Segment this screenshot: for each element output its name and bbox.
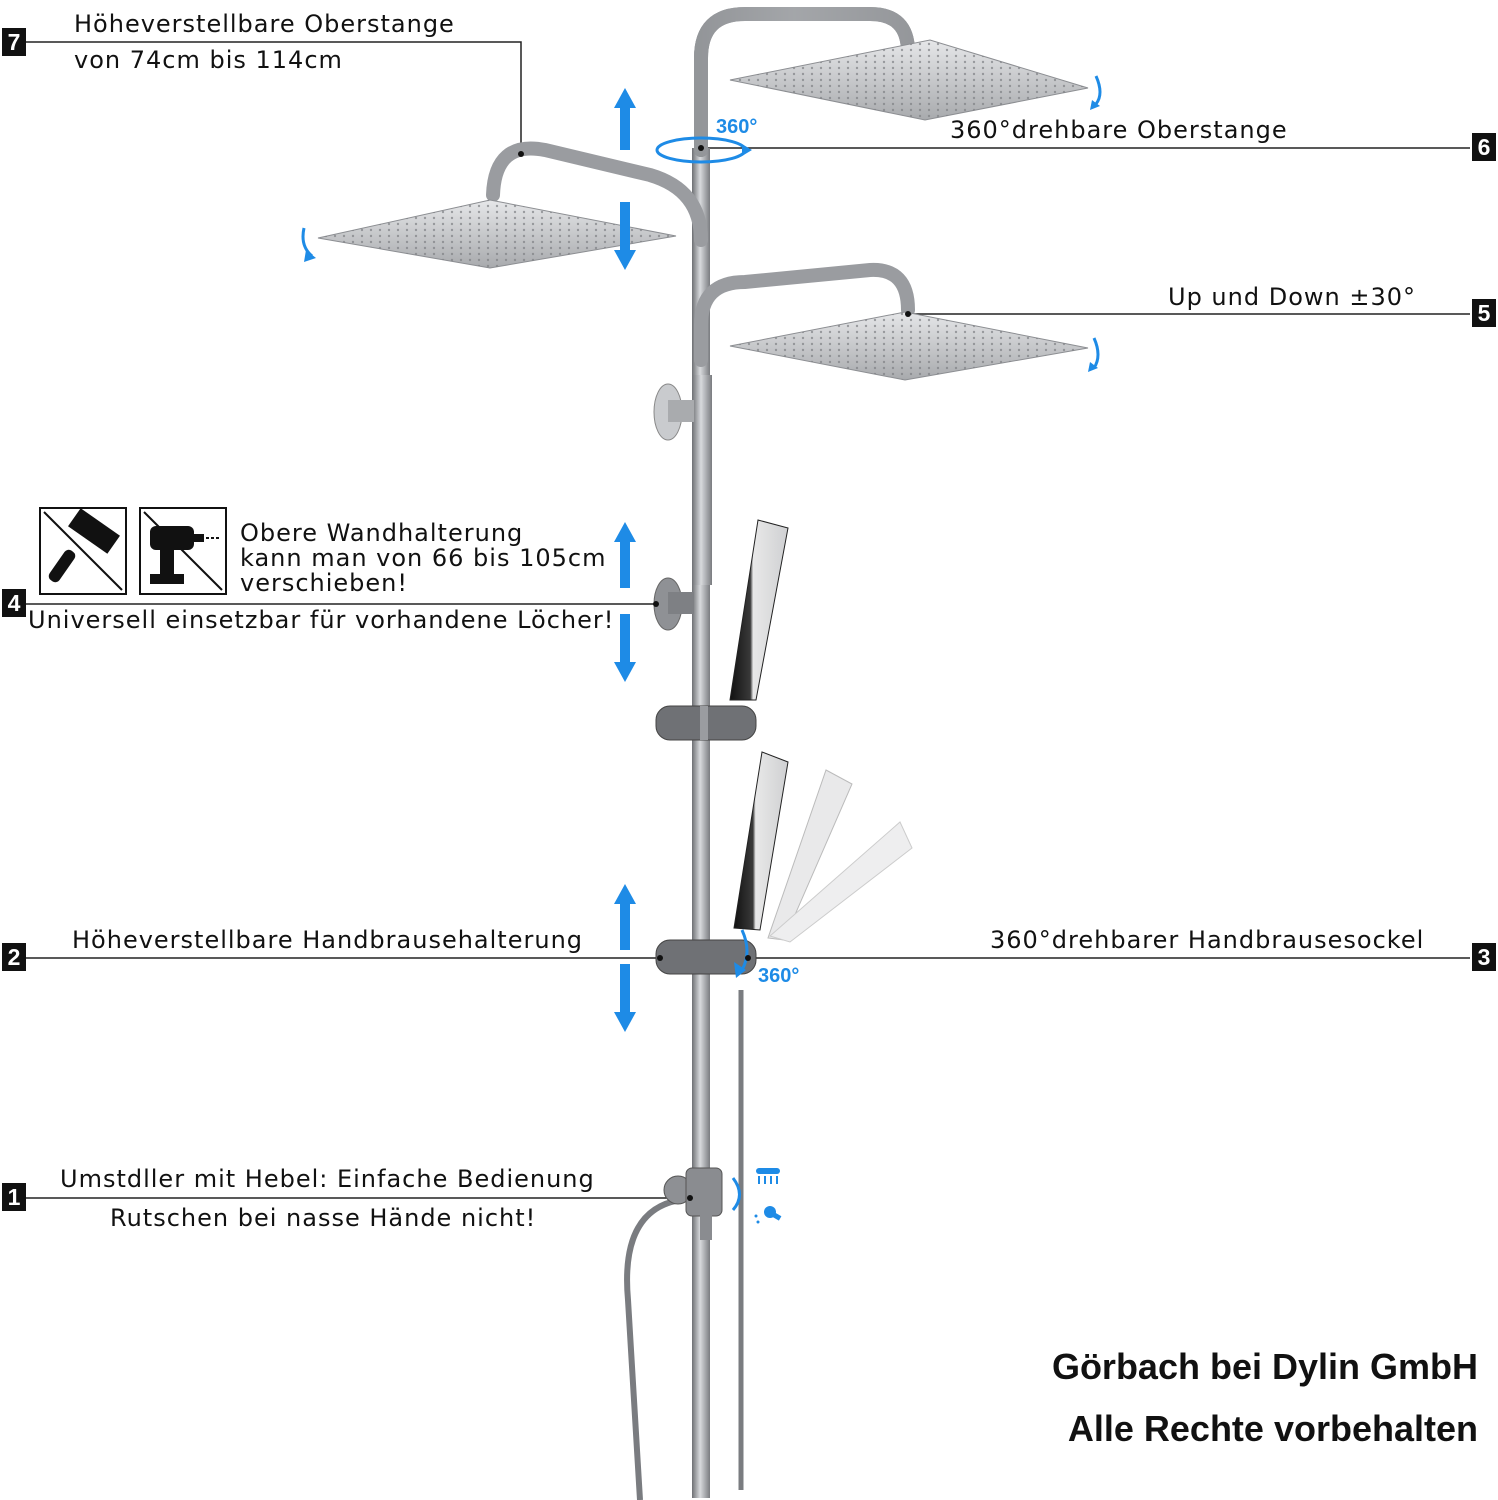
callout-number-5: 5 — [1472, 299, 1496, 327]
callout-4-line-3: verschieben! — [240, 569, 409, 597]
callout-number-3: 3 — [1472, 943, 1496, 971]
no-hammer-icon — [39, 507, 127, 595]
callout-5-text: Up und Down ±30° — [1168, 283, 1416, 311]
callout-number-1: 1 — [2, 1183, 26, 1211]
callout-1-line-2: Rutschen bei nasse Hände nicht! — [110, 1204, 537, 1232]
wall-bracket-upper — [653, 383, 694, 441]
brand-line-1: Görbach bei Dylin GmbH — [1051, 1346, 1478, 1387]
handshower-holder-upper — [655, 705, 757, 741]
callout-number-6: 6 — [1472, 133, 1496, 161]
callout-7-line-1: Höheverstellbare Oberstange — [74, 10, 455, 38]
height-arrows — [614, 88, 636, 1032]
left-arm — [486, 141, 708, 247]
leader-lines — [26, 41, 1470, 1199]
callout-6-text: 360°drehbare Oberstange — [950, 116, 1288, 144]
shower-head-lower — [729, 311, 1089, 381]
rain-mode-icon — [756, 1168, 780, 1184]
callout-4-line-2: kann man von 66 bis 105cm — [240, 544, 607, 572]
callout-number-4: 4 — [2, 589, 26, 617]
shower-head-top — [729, 39, 1089, 121]
handshower-mode-icon — [754, 1206, 782, 1224]
rotation-label-handshower: 360° — [758, 965, 800, 987]
callout-number-7: 7 — [2, 28, 26, 56]
diverter-valve — [663, 1167, 741, 1240]
shower-head-left — [317, 199, 677, 269]
hose-left — [624, 1197, 681, 1500]
hand-shower — [729, 519, 913, 943]
callout-2-text: Höheverstellbare Handbrausehalterung — [72, 926, 584, 954]
no-drill-icon — [139, 507, 227, 595]
rotation-label-top: 360° — [716, 116, 758, 138]
wall-bracket-middle — [653, 577, 694, 631]
callout-number-2: 2 — [2, 943, 26, 971]
callout-3-text: 360°drehbarer Handbrausesockel — [990, 926, 1425, 954]
brand-line-2: Alle Rechte vorbehalten — [1067, 1408, 1478, 1449]
callout-1-line-1: Umstdller mit Hebel: Einfache Bedienung — [60, 1165, 595, 1193]
callout-7-line-2: von 74cm bis 114cm — [74, 46, 343, 74]
callout-4-line-4: Universell einsetzbar für vorhandene Löc… — [28, 606, 615, 634]
lower-arm — [694, 262, 915, 367]
handshower-holder-lower — [655, 939, 757, 975]
leader-7 — [26, 41, 522, 152]
callout-4-line-1: Obere Wandhalterung — [240, 519, 524, 547]
